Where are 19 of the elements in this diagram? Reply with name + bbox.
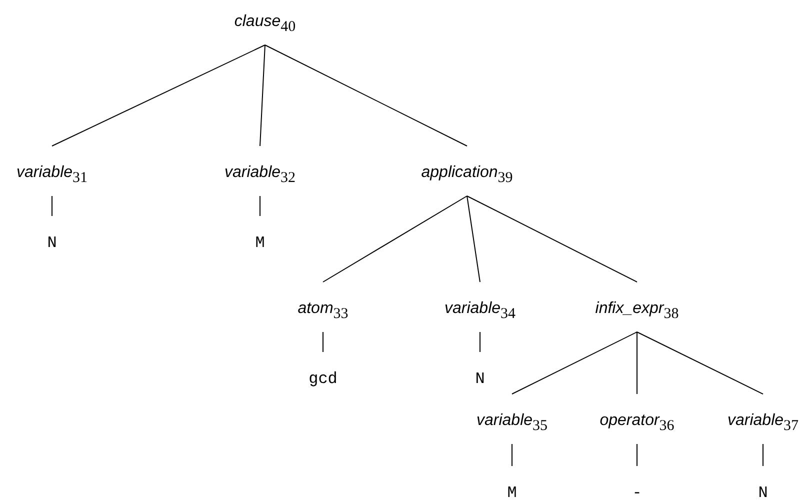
token-label: M [507, 466, 517, 500]
token-label: N [47, 216, 57, 255]
token-label: N [758, 466, 768, 500]
tree-branch-line [636, 332, 764, 394]
token-label: - [632, 466, 642, 500]
tree-branch-line [466, 196, 638, 282]
tree-branch-line [260, 44, 266, 146]
tree-branch-line [322, 196, 468, 282]
token-label: M [255, 216, 265, 255]
tree-branch-line [636, 444, 638, 466]
token-label: gcd [308, 352, 338, 391]
tree-branch-line [322, 332, 324, 352]
token-label: N [475, 352, 485, 391]
tree-branch-line [52, 44, 266, 146]
tree-branch-line [264, 44, 468, 146]
tree-branch-line [636, 332, 638, 394]
tree-branch-line [762, 444, 764, 466]
tree-branch-line [466, 196, 480, 282]
tree-branch-line [512, 332, 638, 394]
